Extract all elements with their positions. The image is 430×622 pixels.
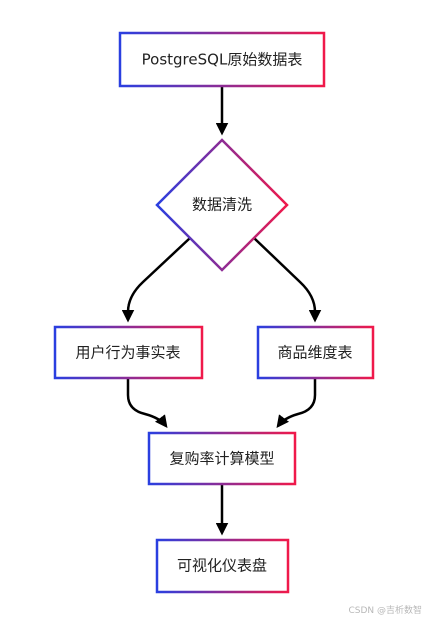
node-product-label: 商品维度表	[277, 344, 352, 362]
node-clean-label: 数据清洗	[192, 196, 252, 214]
node-clean: 数据清洗	[155, 138, 289, 272]
edge-product-to-model	[276, 378, 317, 428]
edge-clean-to-behavior	[121, 237, 191, 323]
node-source-label: PostgreSQL原始数据表	[142, 51, 303, 69]
edge-clean-to-product	[253, 237, 322, 323]
edge-behavior-to-model	[126, 378, 168, 428]
edges	[121, 87, 322, 536]
node-source: PostgreSQL原始数据表	[118, 31, 326, 88]
node-model: 复购率计算模型	[147, 431, 297, 486]
watermark: CSDN @吉析数智	[348, 606, 422, 616]
node-model-label: 复购率计算模型	[169, 450, 274, 468]
node-dashboard-label: 可视化仪表盘	[177, 557, 267, 575]
node-product: 商品维度表	[256, 325, 375, 380]
node-behavior: 用户行为事实表	[53, 325, 204, 380]
node-behavior-label: 用户行为事实表	[75, 344, 180, 362]
node-dashboard: 可视化仪表盘	[155, 538, 290, 594]
